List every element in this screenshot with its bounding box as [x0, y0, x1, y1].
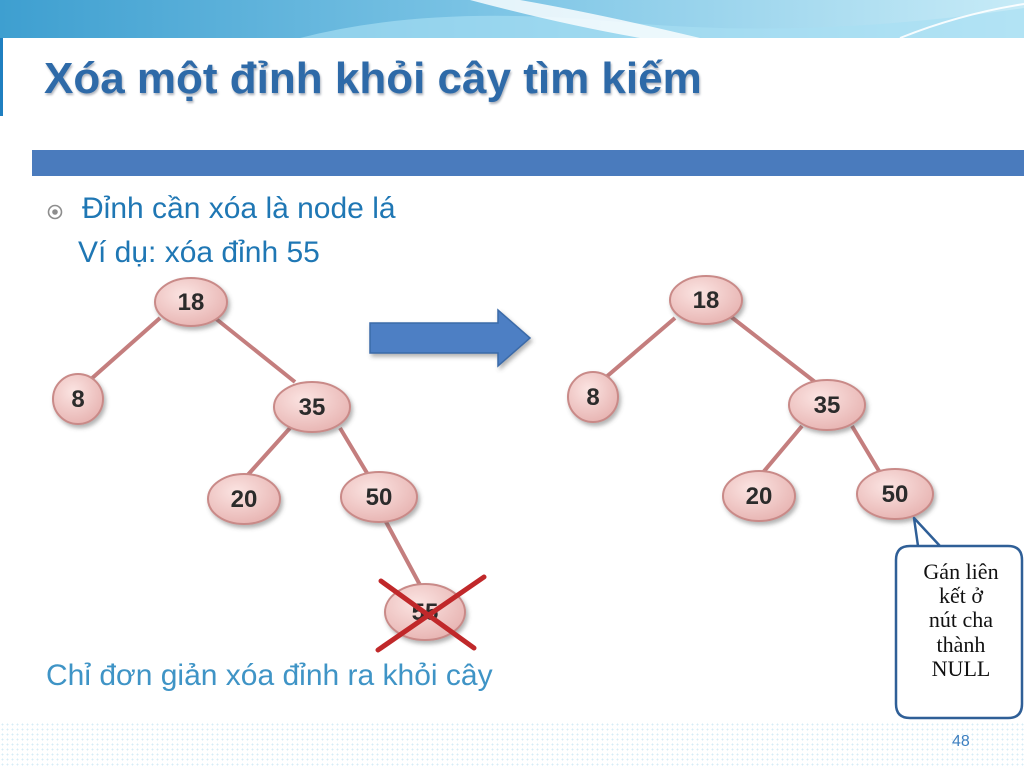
node-after-50: 50: [856, 468, 934, 520]
callout-line: Gán liên: [923, 559, 999, 584]
node-35: 35: [273, 381, 351, 433]
edges-before: [88, 316, 422, 586]
node-label-8: 8: [71, 386, 84, 413]
edge-35-20: [243, 426, 292, 480]
node-label-after-18: 18: [693, 287, 720, 314]
node-label-after-50: 50: [882, 481, 909, 508]
node-50: 50: [340, 471, 418, 523]
callout-line: nút cha: [928, 607, 994, 633]
delete-cross-icon: [375, 574, 487, 653]
node-after-8: 8: [567, 371, 619, 423]
node-18: 18: [154, 277, 228, 327]
callout-line: NULL: [931, 655, 991, 681]
edge-after-18-35: [728, 314, 817, 384]
bullet-circle-icon: [47, 204, 63, 220]
callout-line: thành: [936, 631, 986, 657]
example-text: Ví dụ: xóa đỉnh 55: [78, 236, 320, 269]
node-after-18: 18: [669, 275, 743, 325]
page-number: 48: [952, 733, 970, 750]
callout-bubble: [894, 516, 1024, 720]
top-wave-banner: [0, 0, 1024, 38]
callout-text: Gán liên kết ở nút cha thành NULL: [905, 559, 1017, 681]
callout-line: kết ở: [938, 583, 983, 609]
node-label-20: 20: [231, 486, 258, 513]
edge-18-35: [213, 316, 297, 384]
node-label-50: 50: [366, 484, 393, 511]
left-accent-bar: [0, 38, 3, 116]
node-after-20: 20: [722, 470, 796, 522]
tree-before: 18 8 35 20 50 55: [52, 277, 487, 653]
node-label-after-20: 20: [746, 483, 773, 510]
right-arrow-icon: [369, 308, 532, 368]
tree-after: 18 8 35 20 50: [567, 275, 934, 522]
edge-18-8: [88, 316, 162, 382]
edge-after-35-50: [850, 424, 884, 478]
node-20: 20: [207, 473, 281, 525]
edges-after: [603, 314, 884, 478]
node-after-35: 35: [788, 379, 866, 431]
node-label-after-8: 8: [586, 384, 599, 411]
edge-after-18-8: [603, 316, 677, 380]
bullet-text: Đỉnh cần xóa là node lá: [82, 192, 396, 225]
slide-title: Xóa một đỉnh khỏi cây tìm kiếm: [44, 54, 702, 103]
bottom-pattern-band: [0, 722, 1024, 768]
title-underline-bar: [32, 150, 1024, 176]
conclusion-text: Chỉ đơn giản xóa đỉnh ra khỏi cây: [46, 659, 493, 692]
edge-35-50: [338, 426, 372, 480]
edge-after-35-20: [758, 424, 804, 478]
node-label-after-35: 35: [814, 392, 841, 419]
node-label-35: 35: [299, 394, 326, 421]
edge-50-55: [383, 519, 422, 586]
node-label-18: 18: [178, 289, 205, 316]
node-8: 8: [52, 373, 104, 425]
